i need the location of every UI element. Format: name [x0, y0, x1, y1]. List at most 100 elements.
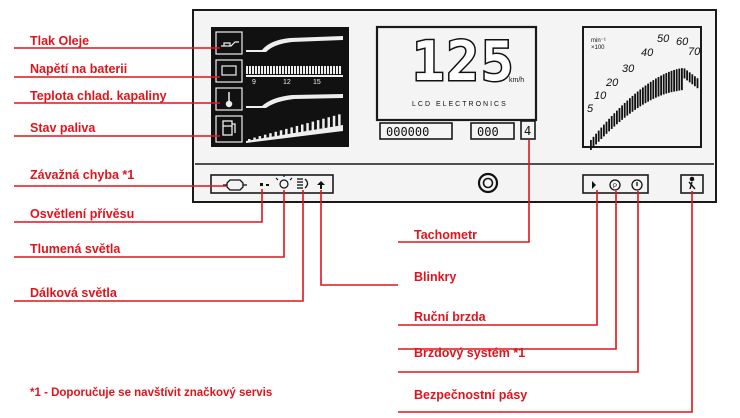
oil-pressure-bar — [246, 36, 343, 52]
fuel-segment — [301, 124, 304, 132]
fuel-segment — [327, 117, 330, 128]
rpm-segment — [597, 130, 600, 142]
oil-can-icon — [221, 41, 239, 47]
label-fuel-level: Stav paliva — [30, 121, 96, 135]
voltage-tick-12: 12 — [283, 79, 291, 86]
rpm-segment — [647, 83, 649, 102]
rpm-tick-20: 20 — [605, 77, 619, 89]
fuel-segment — [248, 139, 251, 141]
seat-belt-icon — [688, 176, 696, 190]
trip-readout: 000 — [477, 125, 499, 139]
voltage-segment — [273, 66, 275, 74]
label-serious-fault: Závažná chyba *1 — [30, 168, 135, 182]
rpm-segment — [660, 75, 662, 96]
voltage-segment — [249, 66, 251, 74]
rpm-segment — [603, 124, 605, 137]
rpm-segment — [631, 95, 634, 112]
rpm-segment — [678, 68, 681, 91]
rpm-segment — [644, 85, 647, 104]
rpm-segment — [623, 102, 626, 118]
footnote: *1 - Doporučuje se navštívit značkový se… — [30, 387, 273, 399]
voltage-segment — [261, 66, 263, 74]
brand-label: LCD ELECTRONICS — [412, 101, 508, 108]
svg-text:P: P — [613, 184, 617, 190]
rpm-segment — [691, 74, 694, 85]
voltage-segment — [258, 66, 260, 74]
label-oil-pressure: Tlak Oleje — [30, 34, 90, 48]
rpm-segment — [621, 105, 623, 120]
rpm-segment — [681, 68, 683, 91]
voltage-segment — [312, 66, 314, 74]
brake-warning-icon — [631, 179, 643, 191]
rpm-segment — [683, 68, 686, 79]
voltage-segment — [291, 66, 293, 74]
voltage-segment — [246, 66, 248, 74]
rpm-tick-70: 70 — [688, 46, 701, 58]
rpm-segment — [616, 110, 618, 125]
odometer-readout: 000000 — [386, 125, 429, 139]
rpm-segment — [694, 76, 696, 87]
rpm-tick-50: 50 — [657, 33, 670, 45]
fuel-segment — [306, 123, 309, 132]
fuel-segment — [274, 131, 277, 137]
fuel-segment — [269, 133, 272, 138]
fuel-segment — [279, 130, 283, 136]
fuel-level-bar — [246, 125, 343, 143]
indicator-right-arrow-icon — [592, 181, 596, 189]
rpm-segment — [636, 91, 639, 109]
voltage-segment — [318, 66, 320, 74]
reset-knob[interactable] — [477, 172, 499, 194]
fuel-segment — [263, 134, 267, 139]
voltage-segment — [282, 66, 284, 74]
speed-unit: km/h — [509, 77, 524, 84]
rpm-segment — [639, 89, 642, 107]
voltage-segment — [279, 66, 281, 74]
voltage-segment — [321, 66, 323, 74]
rpm-tick-40: 40 — [641, 47, 654, 59]
voltage-segment — [264, 66, 266, 74]
trailer-icon — [260, 183, 269, 186]
voltage-segment — [327, 66, 329, 74]
label-hand-brake: Ruční brzda — [414, 310, 486, 324]
rpm-segment — [590, 140, 592, 150]
rpm-segment — [673, 69, 675, 92]
rpm-segment — [610, 116, 613, 129]
fuel-segment — [316, 120, 320, 130]
rpm-unit: min⁻¹ — [591, 38, 606, 44]
fuel-segment — [322, 118, 325, 129]
rpm-tick-30: 30 — [622, 63, 635, 75]
rpm-unit-scale: ×100 — [591, 45, 605, 51]
rpm-segment — [688, 72, 691, 83]
label-battery-voltage: Napětí na baterii — [30, 62, 128, 76]
label-trailer-lights: Osvětlení přívěsu — [30, 207, 135, 221]
speed-readout: 125 — [412, 30, 516, 93]
voltage-segment — [309, 66, 311, 74]
voltage-segment — [285, 66, 287, 74]
battery-icon — [221, 65, 237, 76]
rpm-segment — [605, 121, 608, 134]
rpm-segment — [595, 133, 597, 145]
low-beam-icon — [275, 175, 293, 189]
rpm-segment — [649, 81, 652, 101]
rpm-segment — [634, 93, 636, 110]
rpm-bars — [590, 68, 699, 150]
voltage-segment — [255, 66, 257, 74]
voltage-segment — [297, 66, 299, 74]
rpm-segment — [662, 74, 665, 95]
rpm-segment — [670, 70, 673, 93]
voltage-bar — [246, 66, 343, 77]
indicator-arrow-icon — [317, 181, 325, 189]
speed-display — [375, 25, 538, 122]
voltage-segment — [303, 66, 305, 74]
fuel-segment — [285, 128, 288, 135]
fuel-segment — [258, 136, 262, 140]
thermometer-icon — [225, 92, 233, 108]
voltage-segment — [300, 66, 302, 74]
label-coolant-temp: Teplota chlad. kapaliny — [30, 89, 167, 103]
label-seat-belts: Bezpečnostní pásy — [414, 388, 528, 402]
fuel-pump-icon — [222, 120, 236, 136]
fuel-segment — [311, 121, 315, 131]
rpm-segment — [657, 77, 660, 97]
rpm-segment — [696, 78, 699, 89]
